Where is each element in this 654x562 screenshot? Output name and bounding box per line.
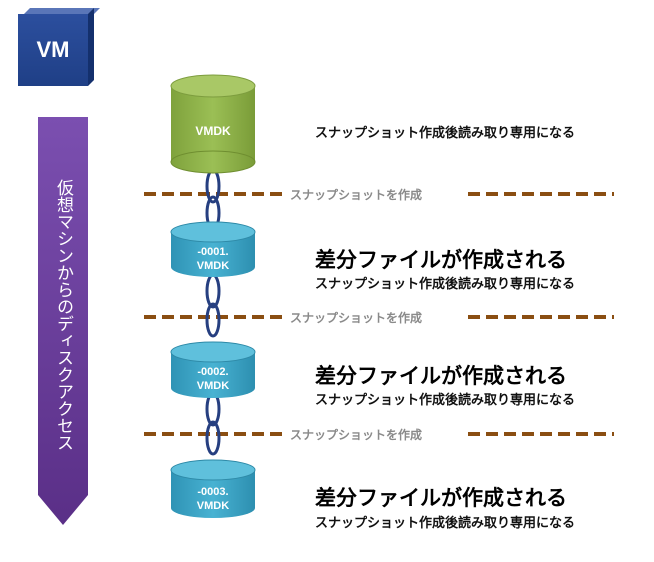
vm-label: VM [18, 14, 88, 86]
diff-disk-0001-line2: VMDK [197, 260, 229, 272]
diff-disk-0002: -0002. VMDK [170, 341, 256, 398]
diff-disk-0003-line2: VMDK [197, 500, 229, 512]
diff-disk-0002-line2: VMDK [197, 380, 229, 392]
base-vmdk-disk: VMDK [170, 74, 256, 174]
base-vmdk-label: VMDK [195, 124, 231, 138]
diff-disk-0003-line1: -0003. [197, 486, 228, 498]
diff-created-title-1: 差分ファイルが作成される [315, 248, 567, 272]
diff-disk-0001: -0001. VMDK [170, 221, 256, 277]
snapshot-label-3: スナップショットを作成 [290, 428, 423, 442]
readonly-note-1: スナップショット作成後読み取り専用になる [315, 277, 576, 292]
chain-links [205, 168, 221, 456]
disk-access-arrow: 仮想マシンからのディスクアクセス [38, 117, 88, 525]
base-readonly-note: スナップショット作成後読み取り専用になる [315, 126, 576, 141]
readonly-note-3: スナップショット作成後読み取り専用になる [315, 516, 576, 531]
diff-disk-0003: -0003. VMDK [170, 459, 256, 518]
diff-disk-0002-line1: -0002. [197, 366, 228, 378]
readonly-note-2: スナップショット作成後読み取り専用になる [315, 393, 576, 408]
vm-box: VM [18, 8, 100, 88]
diff-created-title-2: 差分ファイルが作成される [315, 364, 567, 388]
snapshot-label-2: スナップショットを作成 [290, 311, 423, 325]
snapshot-label-1: スナップショットを作成 [290, 188, 423, 202]
disk-access-label: 仮想マシンからのディスクアクセス [53, 179, 73, 451]
diff-created-title-3: 差分ファイルが作成される [315, 486, 567, 510]
diff-disk-0001-line1: -0001. [197, 246, 228, 258]
